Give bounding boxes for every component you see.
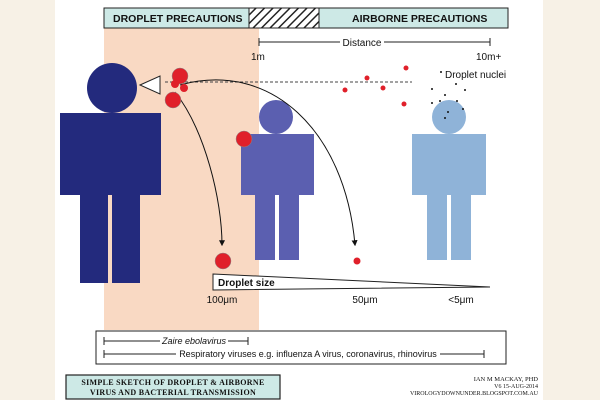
droplet xyxy=(401,101,407,107)
droplet-size-scale: Droplet size 100μm 50μm <5μm xyxy=(207,273,491,306)
size-5um-label: <5μm xyxy=(448,295,474,306)
size-50um-label: 50μm xyxy=(352,295,377,306)
near-person-right-leg xyxy=(279,195,299,260)
airborne-precautions-box xyxy=(318,7,509,29)
source-person xyxy=(60,63,161,283)
far-person-left-leg xyxy=(427,195,447,260)
near-person-head xyxy=(259,100,293,134)
footer-title-line2: virus and bacterial transmission xyxy=(90,388,256,397)
version-credit: V6 15-Aug-2014 xyxy=(494,384,538,390)
virus-range-box: Zaire ebolavirus Respiratory viruses e.g… xyxy=(95,330,507,365)
site-credit: virologydownunder.blogspot.com.au xyxy=(410,391,539,397)
ebola-range-label: Zaire ebolavirus xyxy=(161,336,227,346)
near-person-torso xyxy=(241,134,314,195)
virus-range-frame xyxy=(95,330,507,365)
source-person-torso xyxy=(60,113,161,195)
airborne-precautions-label: AIRBORNE PRECAUTIONS xyxy=(352,13,487,25)
exhalation-cone-icon xyxy=(138,75,161,95)
droplet-size-wedge xyxy=(212,273,491,291)
droplet xyxy=(171,80,179,88)
distance-scale: Distance 1m 10m+ xyxy=(251,38,501,63)
footer-title-line1: Simple sketch of droplet & airborne xyxy=(81,378,264,387)
droplet-on-near-person xyxy=(235,130,253,148)
respiratory-range-label: Respiratory viruses e.g. influenza A vir… xyxy=(179,349,437,359)
footer-title: Simple sketch of droplet & airborne viru… xyxy=(65,374,281,400)
size-100um-label: 100μm xyxy=(207,295,238,306)
landed-large-droplet xyxy=(214,252,232,270)
distance-start-label: 1m xyxy=(251,52,265,63)
author-credit: Ian M Mackay, PhD xyxy=(474,376,539,383)
large-droplet-trajectory xyxy=(174,91,225,247)
source-person-head xyxy=(87,63,137,113)
droplet-nuclei-label: Droplet nuclei xyxy=(445,70,506,81)
medium-droplet-trajectory xyxy=(179,79,358,247)
far-person-torso xyxy=(412,134,486,195)
distance-end-label: 10m+ xyxy=(476,52,501,63)
credits: Ian M Mackay, PhD V6 15-Aug-2014 virolog… xyxy=(410,376,539,397)
droplet xyxy=(364,75,370,81)
droplet xyxy=(380,85,386,91)
far-person-head xyxy=(432,100,466,134)
droplet-nuclei-dots xyxy=(431,71,466,119)
source-person-right-leg xyxy=(112,195,140,283)
droplet-precautions-label: DROPLET PRECAUTIONS xyxy=(113,13,243,25)
far-person xyxy=(412,100,486,260)
distance-label: Distance xyxy=(343,38,382,49)
source-person-left-leg xyxy=(80,195,108,283)
droplet xyxy=(403,65,409,71)
droplet xyxy=(164,91,182,109)
droplet xyxy=(171,67,189,85)
far-person-right-leg xyxy=(451,195,471,260)
landed-medium-droplet xyxy=(353,257,361,265)
precautions-band: DROPLET PRECAUTIONS AIRBORNE PRECAUTIONS xyxy=(103,7,509,29)
footer-title-box xyxy=(65,374,281,400)
droplet xyxy=(342,87,348,93)
near-person xyxy=(241,100,314,260)
droplet xyxy=(180,84,188,92)
droplet-size-label: Droplet size xyxy=(218,278,275,289)
expelled-droplets xyxy=(164,65,409,270)
near-person-left-leg xyxy=(255,195,275,260)
transition-hatch xyxy=(248,7,320,29)
